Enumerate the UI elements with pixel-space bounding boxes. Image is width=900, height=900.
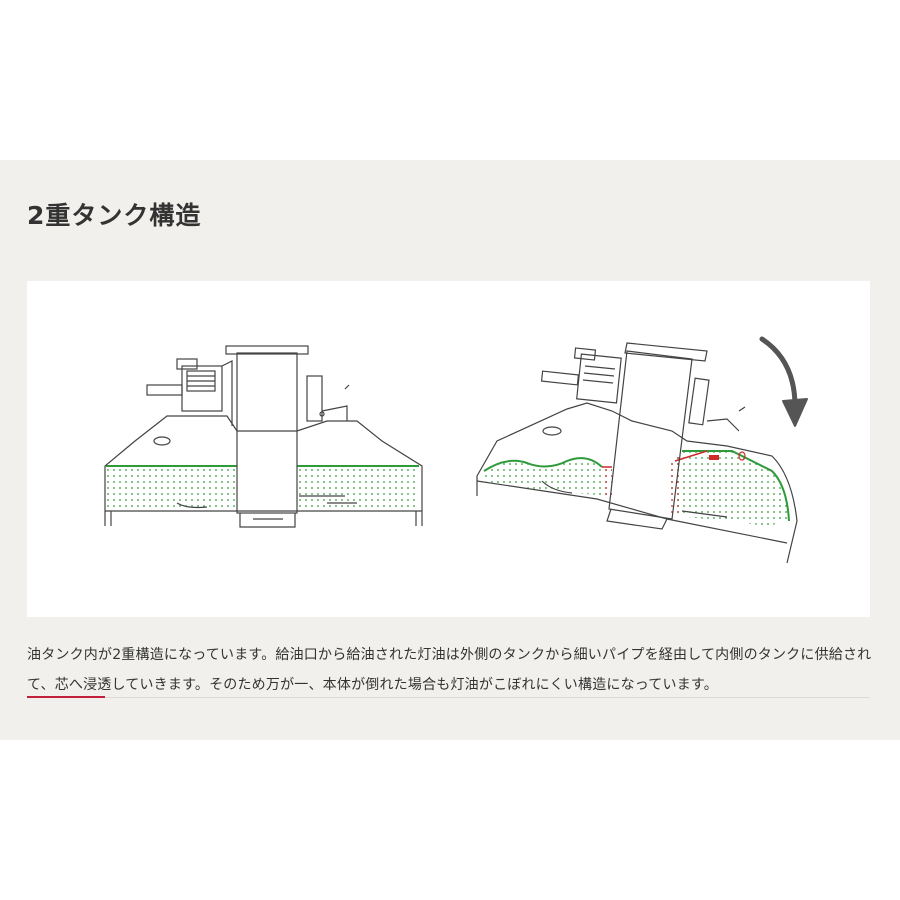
section-description: 油タンク内が2重構造になっています。給油口から給油された灯油は外側のタンクから細…	[27, 647, 872, 693]
curved-tilt-arrow-icon	[759, 336, 808, 427]
tank-structure-figure	[27, 281, 870, 617]
section-title: 2重タンク構造	[27, 201, 202, 230]
divider-line	[27, 697, 870, 698]
divider-accent	[27, 696, 105, 698]
tilted-heater-tank-diagram	[476, 342, 798, 564]
upright-heater-tank-diagram	[104, 345, 423, 528]
